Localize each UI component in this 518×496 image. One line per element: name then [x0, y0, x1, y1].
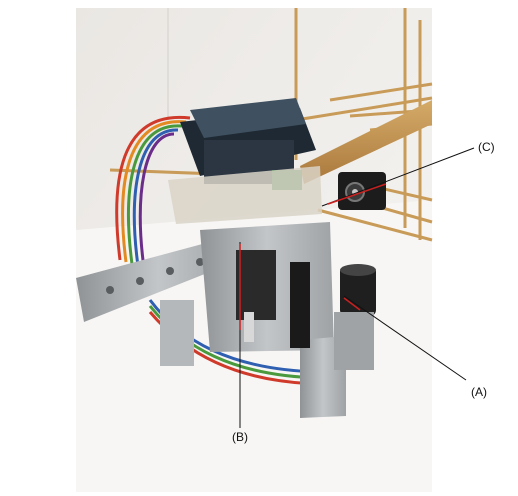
callout-line-c: [321, 147, 475, 207]
servo-motor: [334, 264, 376, 370]
callout-label-a: (A): [471, 385, 487, 399]
antenna-boom: [300, 100, 432, 184]
electronics-board: [168, 98, 322, 224]
callout-line-a: [343, 295, 467, 381]
callout-line-a-red: [343, 297, 361, 311]
callout-line-c-red: [327, 183, 387, 205]
robot-frame: [160, 222, 346, 418]
callout-label-b: (B): [232, 430, 248, 444]
perforated-strip: [76, 236, 240, 322]
callout-label-c: (C): [478, 140, 495, 154]
